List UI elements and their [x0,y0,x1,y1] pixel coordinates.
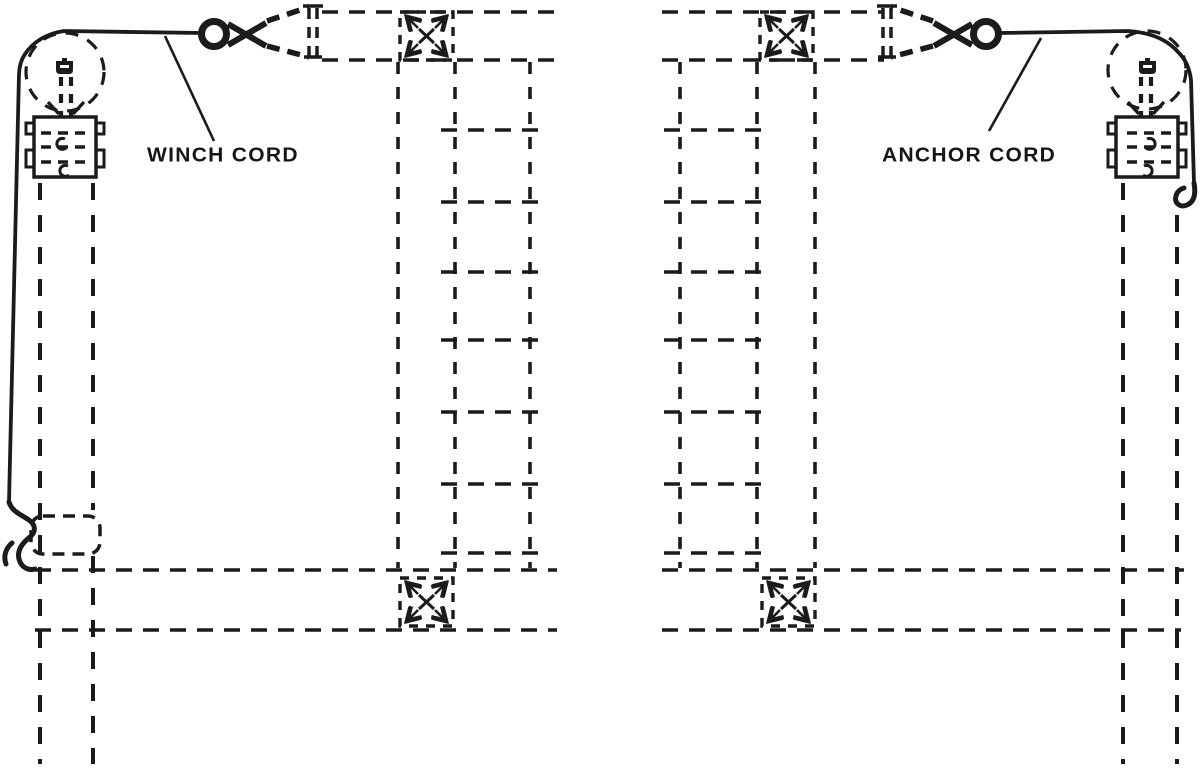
left-snap-connector-icon [202,6,324,57]
anchor-cord-label: ANCHOR CORD [882,144,1057,167]
right-bottom-grommet-box [762,578,815,626]
right-pulley-icon [1106,29,1188,111]
right-top-grommet-box [760,12,813,60]
left-seam-rungs [441,128,546,555]
winch-cord-label: WINCH CORD [147,144,299,167]
right-net-section [662,6,1198,764]
left-pulley-icon [24,31,106,113]
anchor-cord-hook-icon [1173,180,1198,209]
right-winch-icon [1108,58,1186,177]
winch-cord-leader-line [163,35,216,142]
left-top-grommet-box [400,12,453,60]
right-snap-connector-icon [877,6,999,57]
left-net-section [2,6,557,764]
winch-cord-hook-icon [2,499,38,572]
left-winch-icon [26,58,104,177]
left-bottom-grommet-box [400,578,453,626]
anchor-cord-leader-line [987,37,1043,132]
winch-cord-line [7,29,203,503]
right-seam-rungs [664,128,770,555]
anchor-cord-line [998,29,1196,184]
